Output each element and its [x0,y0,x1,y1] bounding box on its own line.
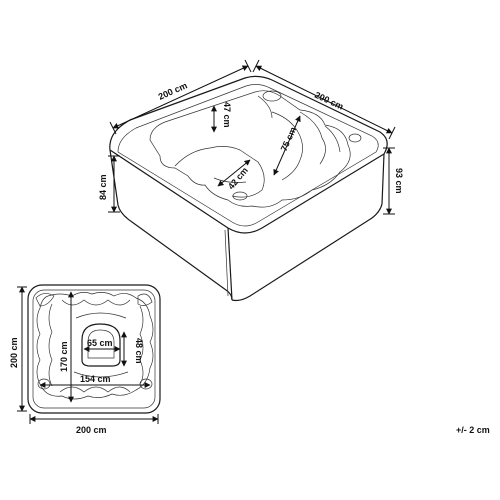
iso-width-right-label: 200 cm [313,90,345,112]
iso-footwell-label: 42 cm [226,165,250,191]
top-view-footwell [81,323,121,367]
tolerance-note: +/- 2 cm [456,425,490,435]
iso-height-left-label: 84 cm [98,174,108,200]
top-width-label: 200 cm [76,425,107,435]
iso-left-side [109,149,233,301]
top-inner-height-label: 170 cm [59,341,69,372]
iso-top-rim [109,75,388,234]
top-height-label: 200 cm [9,337,19,368]
top-footwell-width-label: 65 cm [87,338,113,348]
iso-inner-length-label: 75 cm [279,125,299,152]
top-view-outer [27,284,161,414]
top-view-hot-tub [27,284,161,414]
iso-height-right-label: 93 cm [394,168,404,194]
top-view-seat-contour [36,292,154,400]
iso-width-left-label: 200 cm [157,80,189,102]
top-footwell-depth-label: 48 cm [134,338,144,364]
top-inner-width-label: 154 cm [80,374,111,384]
iso-seat-contour [149,90,351,208]
iso-seat-depth-label: 47 cm [222,102,232,128]
top-view-dimensions: 200 cm 200 cm 170 cm 154 cm 65 cm 48 cm [9,286,159,435]
iso-dimensions: 200 cm 200 cm 84 cm 93 cm 47 cm 75 cm 42… [98,59,404,215]
iso-right-side [231,153,385,302]
